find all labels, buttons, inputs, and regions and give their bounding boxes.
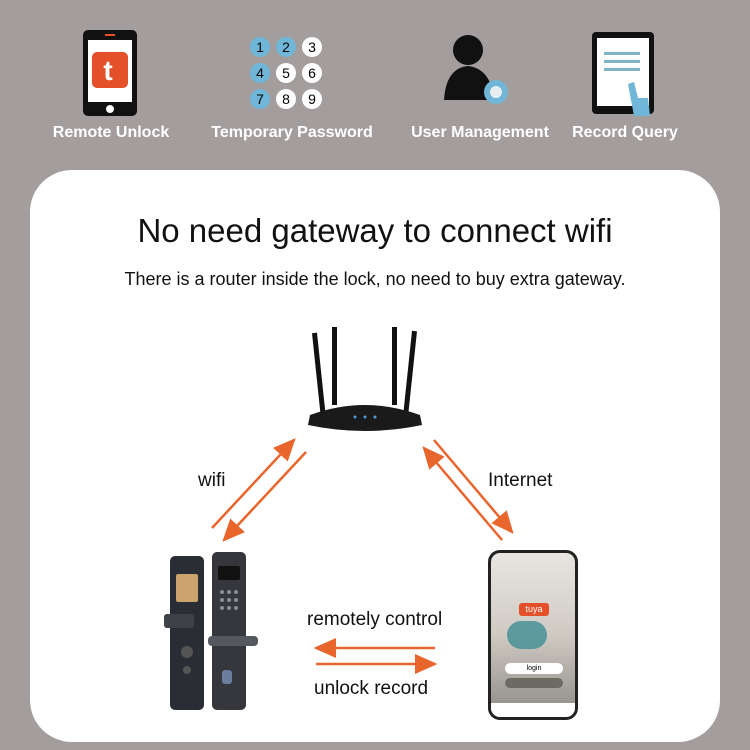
wifi-arrow-down: [222, 451, 307, 542]
key: 6: [302, 63, 322, 83]
subheadline: There is a router inside the lock, no ne…: [124, 269, 626, 289]
register-button[interactable]: [505, 678, 563, 688]
feature-record-query: Record Query: [572, 28, 678, 141]
key: 4: [250, 63, 270, 83]
tablet-touch-icon: [592, 32, 654, 116]
feature-label: Remote Unlock: [52, 124, 170, 141]
app-background-photo: [507, 621, 547, 649]
internet-label: Internet: [488, 470, 553, 491]
key: 3: [302, 37, 322, 57]
user-gear-icon: [444, 35, 508, 104]
feature-label: Temporary Password: [211, 124, 373, 141]
feature-remote-unlock: t Remote Unlock: [53, 28, 169, 141]
key: 1: [250, 37, 270, 57]
login-button[interactable]: login: [505, 663, 563, 674]
feature-user-management: User Management: [411, 28, 549, 141]
key: 5: [276, 63, 296, 83]
svg-text:t: t: [103, 55, 112, 86]
feature-label: User Management: [411, 124, 549, 141]
key: 8: [276, 89, 296, 109]
router-icon: [308, 327, 422, 431]
tuya-logo: tuya: [519, 603, 549, 616]
tuya-phone-icon: t: [83, 30, 137, 116]
info-card: [30, 170, 720, 742]
wifi-label: wifi: [198, 470, 226, 491]
smart-lock-image: [164, 552, 258, 710]
key: 7: [250, 89, 270, 109]
nav-bar: [491, 703, 575, 717]
key: 2: [276, 37, 296, 57]
internet-arrow-down: [433, 439, 514, 534]
wifi-arrow-up: [211, 438, 296, 529]
feature-label: Record Query: [572, 124, 678, 141]
key: 9: [302, 89, 322, 109]
internet-arrow-up: [422, 446, 503, 541]
keypad-icon: 1 2 3 4 5 6 7 8 9: [250, 37, 334, 109]
headline: No need gateway to connect wifi: [137, 212, 613, 249]
feature-temporary-password: 1 2 3 4 5 6 7 8 9 Temporary Password: [211, 28, 373, 141]
unlock-record-label: unlock record: [314, 678, 429, 699]
remote-control-label: remotely control: [307, 609, 443, 630]
phone-app-image: tuya login: [488, 550, 578, 720]
